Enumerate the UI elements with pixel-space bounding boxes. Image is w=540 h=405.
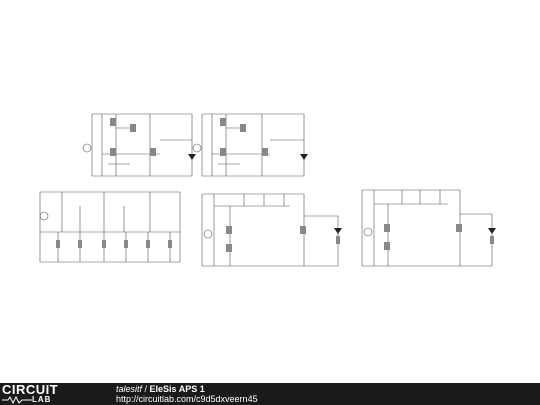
circuit-1 — [82, 113, 193, 177]
circuit-2 — [192, 113, 305, 177]
circuit-title: EleSis APS 1 — [149, 384, 205, 394]
logo-text-bottom: LAB — [32, 395, 52, 404]
logo-text-top: CIRCUIT — [2, 382, 59, 397]
waveform-icon — [2, 396, 32, 404]
circuit-5 — [361, 189, 493, 267]
circuit-url[interactable]: http://circuitlab.com/c9d5dxveern45 — [116, 394, 258, 404]
footer-bar: CIRCUIT LAB talesitf / EleSis APS 1 http… — [0, 383, 540, 405]
title-separator: / — [142, 384, 150, 394]
circuit-title-line: talesitf / EleSis APS 1 — [116, 384, 205, 395]
author-link[interactable]: talesitf — [116, 384, 143, 394]
schematic-canvas — [39, 113, 496, 267]
circuit-3 — [39, 191, 181, 263]
circuitlab-logo[interactable]: CIRCUIT LAB — [2, 382, 98, 404]
circuit-4 — [201, 193, 339, 267]
